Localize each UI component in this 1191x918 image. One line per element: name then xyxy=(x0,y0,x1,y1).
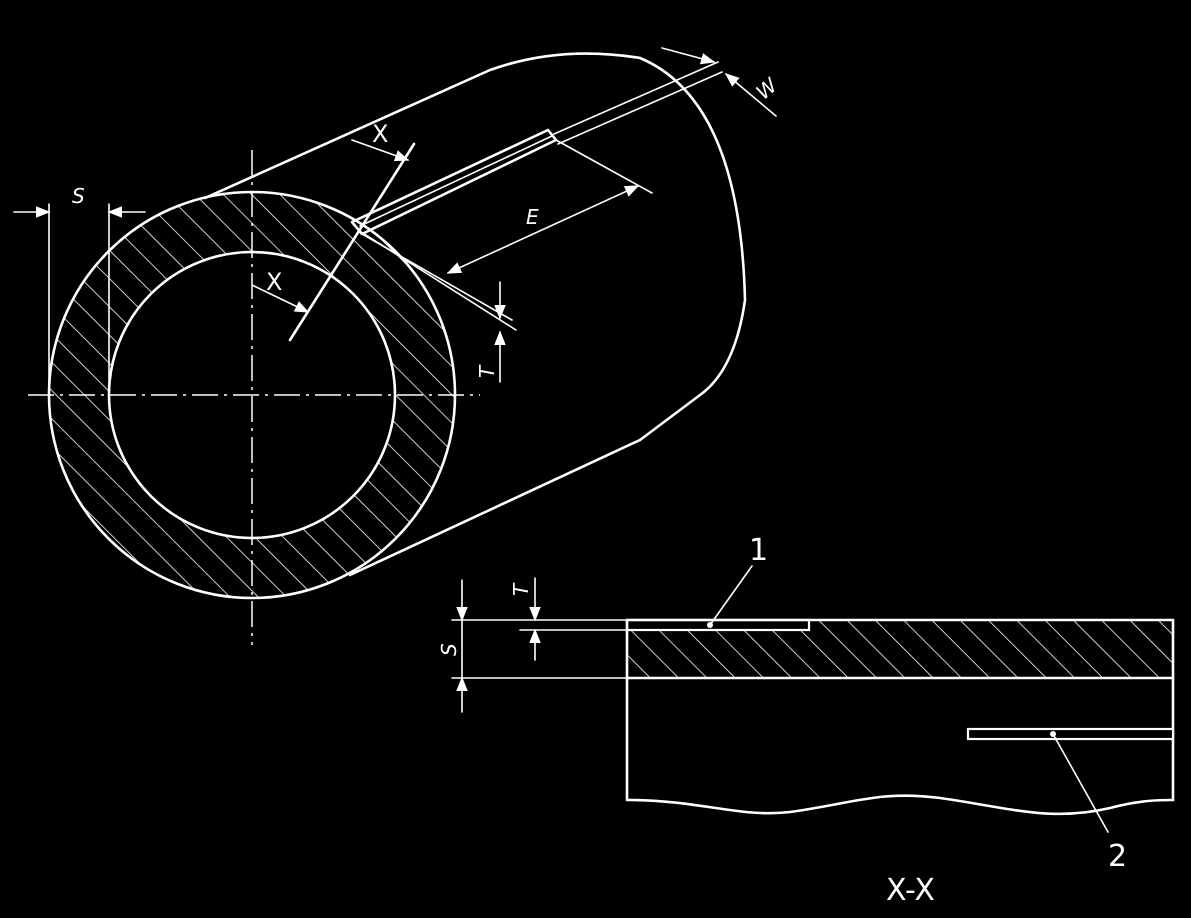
cylinder-bottom-edge xyxy=(348,438,642,577)
cylinder-top-edge xyxy=(203,52,642,200)
label-t-section: T xyxy=(509,582,533,596)
label-x-mid: X xyxy=(266,268,282,296)
leader-2 xyxy=(1052,733,1109,833)
tube-view: S X X E W T xyxy=(13,47,783,645)
label-s-top: S xyxy=(72,184,85,208)
leader-1 xyxy=(709,565,753,626)
label-s-section: S xyxy=(437,643,461,656)
label-t-right: T xyxy=(475,364,499,378)
label-x-top: X xyxy=(372,120,388,148)
callout-2: 2 xyxy=(1108,839,1127,874)
section-break-line xyxy=(625,618,1175,816)
dim-w xyxy=(553,47,777,145)
callout-1: 1 xyxy=(749,533,768,568)
label-e: E xyxy=(526,205,539,229)
cylinder-end-arc xyxy=(638,56,747,442)
section-plane-x xyxy=(251,139,416,342)
dim-e xyxy=(446,139,653,274)
outer-notch xyxy=(625,618,811,632)
section-view: S T 1 2 X-X xyxy=(437,533,1175,908)
section-title: X-X xyxy=(886,873,935,908)
dim-s-top xyxy=(13,203,146,396)
inner-notch xyxy=(966,727,1175,741)
